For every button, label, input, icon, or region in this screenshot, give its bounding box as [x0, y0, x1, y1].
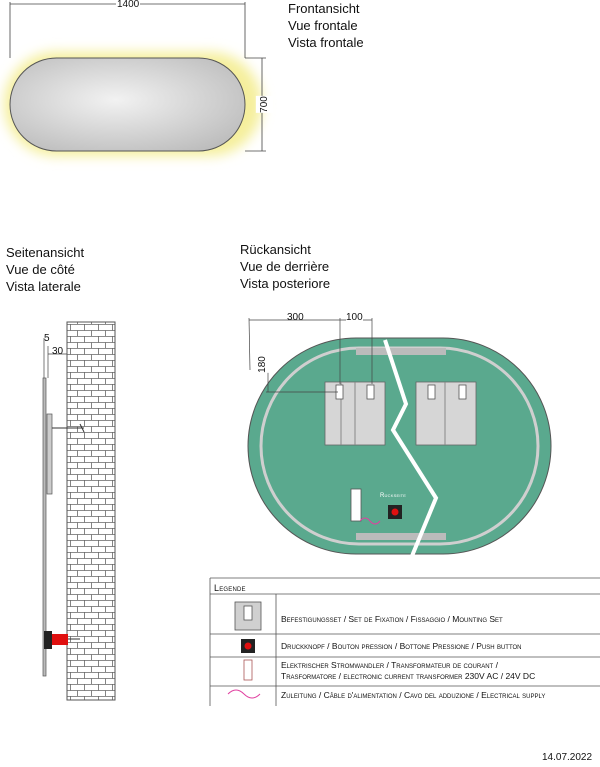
back-title-fr: Vue de derrière: [240, 259, 330, 274]
supply-cable: [359, 517, 381, 525]
date-stamp: 14.07.2022: [542, 752, 593, 763]
mounting-set-right: [415, 381, 477, 446]
dim-width-label: 1400: [116, 0, 141, 13]
legend-item-transformer: Elektrischer Stromwandler / Transformate…: [281, 660, 536, 681]
front-view: [4, 2, 266, 156]
front-view-title: Frontansicht Vue frontale Vista frontale: [288, 0, 364, 51]
front-title-de: Frontansicht: [288, 1, 360, 16]
top-bar: [356, 348, 446, 355]
legend-frame: [209, 577, 600, 706]
push-button-body: [44, 631, 52, 649]
dim-back-180: 180: [253, 356, 271, 373]
front-title-it: Vista frontale: [288, 35, 364, 50]
back-title-it: Vista posteriore: [240, 276, 331, 291]
mirror-back: [247, 337, 552, 555]
side-title-it: Vista laterale: [6, 279, 81, 294]
legend-transformer-icon: [243, 659, 253, 681]
legend-cable-icon: [227, 689, 261, 699]
back-view: [247, 317, 552, 557]
break-line: [383, 339, 439, 557]
rueckseite-label: Rückseite: [380, 493, 407, 499]
transformer: [350, 488, 362, 522]
dim-side-30: 30: [52, 346, 64, 357]
mirror-side: [42, 377, 47, 677]
mounting-set-left: [324, 381, 386, 446]
back-title-de: Rückansicht: [240, 242, 311, 257]
wall: [66, 321, 116, 701]
legend-item-mounting: Befestigungsset / Set de Fixation / Fiss…: [281, 614, 503, 624]
dim-back-300: 300: [287, 312, 304, 323]
mounting-bracket-side: [46, 413, 53, 495]
dim-side-5: 5: [44, 333, 50, 344]
side-view-title: Seitenansicht Vue de côté Vista laterale: [6, 244, 84, 295]
legend-item-button: Druckknopf / Bouton pression / Bottone P…: [281, 641, 522, 651]
legend-item-cable: Zuleitung / Câble d'alimentation / Cavo …: [281, 690, 546, 700]
mirror-front: [9, 57, 246, 152]
side-view: [42, 321, 116, 701]
legend-title: Legende: [214, 583, 246, 593]
bottom-bar: [356, 533, 446, 540]
side-title-de: Seitenansicht: [6, 245, 85, 260]
back-view-title: Rückansicht Vue de derrière Vista poster…: [240, 241, 330, 292]
front-title-fr: Vue frontale: [288, 18, 358, 33]
dim-back-100: 100: [346, 309, 363, 326]
dim-height-label: 700: [255, 96, 273, 113]
side-title-fr: Vue de côté: [6, 262, 75, 277]
push-button-red: [52, 634, 68, 645]
